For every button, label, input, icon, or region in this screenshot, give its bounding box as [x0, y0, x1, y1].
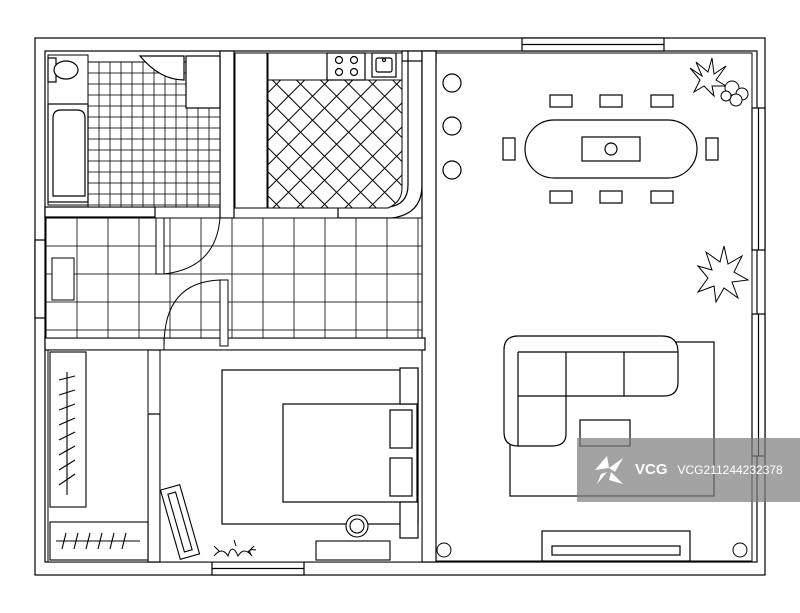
wall-hall-left [34, 239, 46, 319]
plant-icon [436, 542, 748, 558]
desk-icon [315, 514, 391, 561]
vcg-logo-icon [595, 456, 623, 484]
hall-cabinet [51, 257, 75, 301]
sofa-icon [503, 335, 715, 497]
sink-icon [371, 52, 397, 78]
toilet-icon [47, 57, 79, 83]
stool-icon [442, 73, 462, 180]
door [163, 279, 229, 350]
stove-icon [326, 52, 366, 81]
dining-table-icon [502, 94, 719, 204]
watermark-id: VCG211244232378 [677, 463, 783, 477]
kitchen-counter-left [234, 52, 268, 209]
kitchen-floor [268, 80, 402, 208]
chair-icon [159, 483, 201, 561]
door [155, 217, 221, 275]
watermark-logo [589, 450, 629, 490]
wall-bath-right [219, 50, 235, 219]
window [521, 37, 665, 52]
tv-stand-icon [541, 530, 691, 562]
wall-bath-bottom [44, 206, 156, 218]
bathtub-icon [47, 103, 89, 203]
plant-icon [689, 57, 749, 107]
wall-living-left [421, 50, 437, 563]
sink-icon [138, 55, 221, 109]
window [751, 313, 766, 457]
plant-icon [213, 539, 257, 558]
hallway-floor [45, 217, 423, 339]
wall-kitchen-curve [337, 51, 423, 219]
bed-icon [221, 367, 419, 539]
wardrobe-icon [49, 521, 149, 561]
wall-bedroom-top [44, 337, 426, 351]
plant-icon [696, 245, 750, 304]
watermark: VCG VCG211244232378 [577, 438, 800, 502]
window [211, 561, 305, 576]
window [751, 107, 766, 251]
wardrobe-icon [49, 351, 87, 508]
wall-bedroom-closet [147, 413, 161, 563]
watermark-brand: VCG [635, 461, 668, 478]
